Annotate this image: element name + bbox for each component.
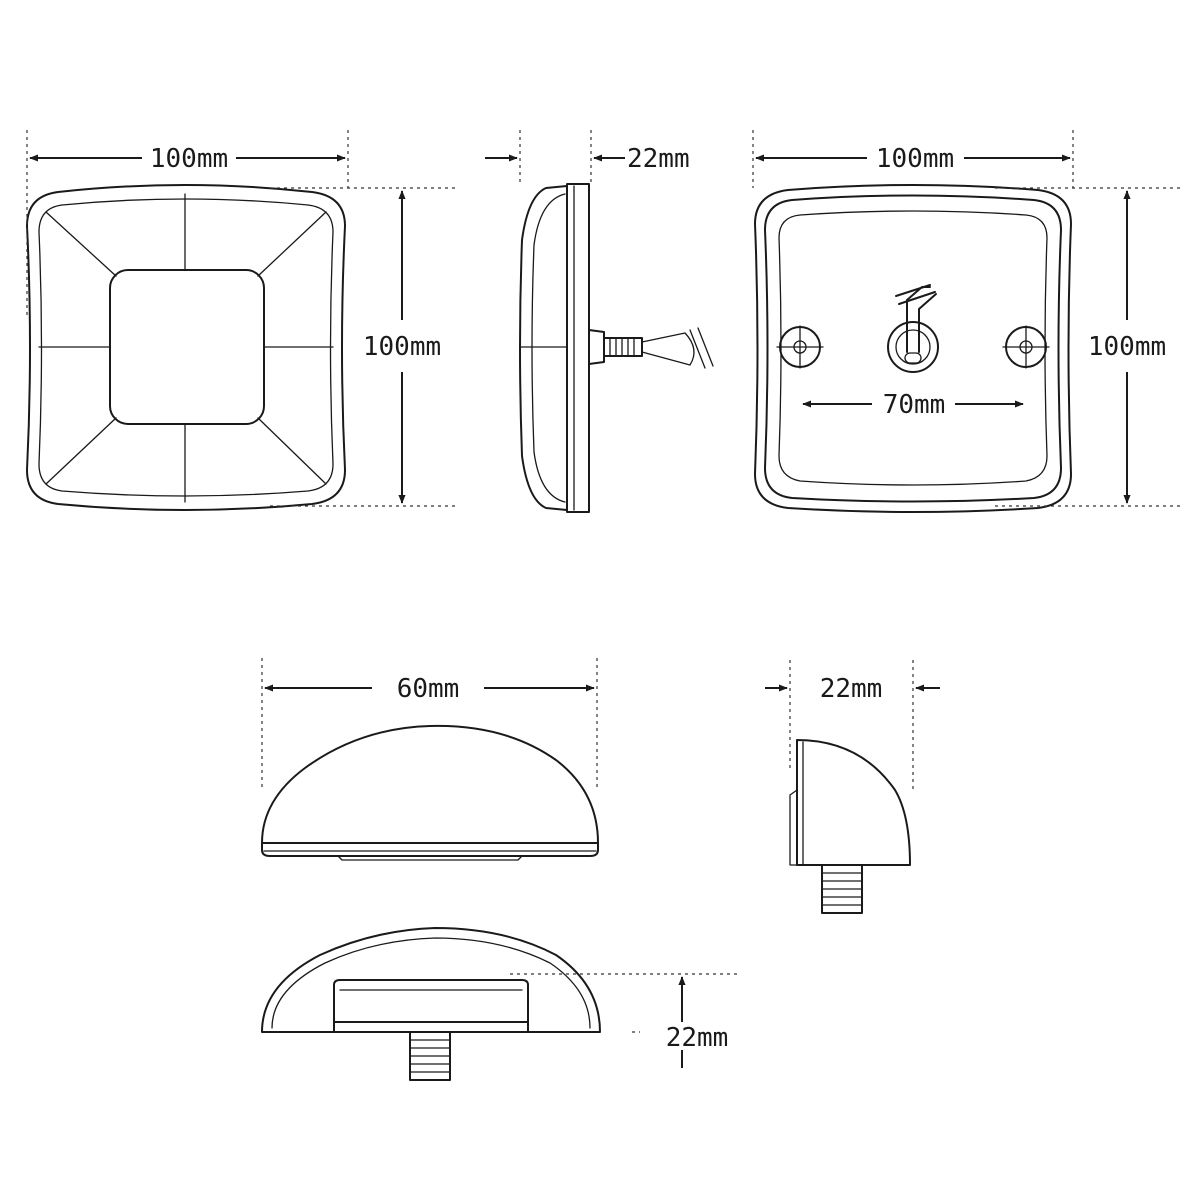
front-center-lens	[109, 269, 265, 425]
front-width-label: 100mm	[150, 144, 228, 174]
rear-view: 100mm 100mm 70mm	[752, 130, 1180, 513]
rear-outer-body	[754, 184, 1072, 513]
rear-width-label: 100mm	[876, 144, 954, 174]
side-depth-label: 22mm	[627, 144, 690, 174]
side-base-plate	[566, 183, 590, 513]
cable-break-mark	[689, 327, 714, 369]
front-height-label: 100mm	[363, 332, 441, 362]
side-view: 22mm	[485, 130, 714, 513]
oval-side-profile	[796, 739, 911, 866]
oval-side-view: 22mm	[765, 660, 940, 914]
side-lens-inner-curve	[531, 193, 566, 503]
oval-side-grommet	[821, 864, 863, 914]
rear-hole-spacing-label: 70mm	[883, 390, 946, 420]
oval-front-base	[261, 842, 599, 857]
oval-front-view: 60mm	[261, 658, 599, 861]
front-lens-facets	[38, 193, 334, 503]
side-lens-profile	[519, 185, 568, 511]
mounting-hole-left	[776, 325, 824, 369]
oval-front-lens-edge	[337, 855, 523, 861]
side-mounting-stud	[603, 337, 643, 357]
oval-bottom-grommet	[409, 1031, 451, 1081]
front-view: 100mm 100mm	[26, 130, 455, 511]
rear-inner-rim	[764, 194, 1062, 503]
rear-height-label: 100mm	[1088, 332, 1166, 362]
front-outer-body	[26, 184, 346, 511]
side-mounting-boss	[588, 329, 605, 365]
oval-bottom-dome	[261, 927, 601, 1033]
oval-bottom-height-label: 22mm	[666, 1023, 729, 1053]
mounting-hole-right	[1002, 325, 1050, 369]
oval-side-depth-label: 22mm	[820, 674, 883, 704]
cable-outlet	[887, 284, 939, 373]
front-inner-lens-rim	[38, 198, 334, 497]
oval-bottom-view: 22mm	[261, 927, 750, 1081]
oval-front-width-label: 60mm	[397, 674, 460, 704]
side-cable	[641, 332, 695, 366]
oval-bottom-housing	[333, 1021, 529, 1033]
oval-front-dome	[261, 724, 599, 844]
